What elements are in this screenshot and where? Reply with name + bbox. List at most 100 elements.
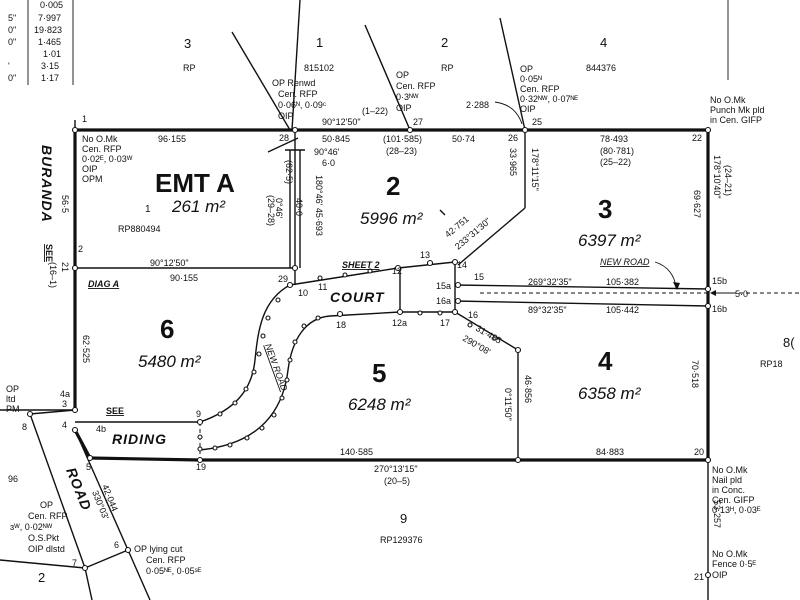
- dimension: (20–5): [384, 476, 410, 486]
- dimension: 105·382: [606, 277, 639, 287]
- road-name: ROAD: [63, 465, 95, 513]
- dimension: (101·585): [383, 134, 422, 144]
- note: OIP: [520, 104, 536, 114]
- note: ltd: [6, 394, 16, 404]
- survey-points: [26, 126, 712, 579]
- note: OP: [40, 500, 53, 510]
- point-label: 3: [62, 399, 67, 409]
- note: OIP: [712, 570, 728, 580]
- neighbour-lot-plan: RP: [183, 63, 196, 73]
- table-mark: 0": [8, 73, 16, 83]
- neighbour-lot-number: 4: [600, 35, 607, 50]
- neighbour-lot-plan: RP18: [760, 359, 783, 369]
- point-label: 16: [468, 310, 478, 320]
- lot-lines: [75, 130, 709, 460]
- point-label: 15: [474, 272, 484, 282]
- survey-notes: OP Renwd Cen. RFP 0·06ᴺ, 0·09ᶜ OIP OP Ce…: [6, 64, 765, 580]
- table-mark: 5": [8, 13, 16, 23]
- dimension: 78·493: [600, 134, 628, 144]
- point-label: 7: [72, 558, 77, 568]
- road-note: SEE: [44, 244, 54, 262]
- point-label: 12a: [392, 318, 407, 328]
- lot-number: 2: [386, 171, 400, 201]
- dimension: 96·155: [158, 134, 186, 144]
- road-note: NEW ROAD: [263, 342, 289, 392]
- table-row: 1·17: [41, 73, 59, 83]
- bearing: 270°13'15": [374, 464, 418, 474]
- bearing: 90°46': [314, 147, 340, 157]
- dimension: 69·627: [692, 190, 702, 218]
- dimension: (1–22): [362, 106, 388, 116]
- note: Cen. RFP: [82, 144, 122, 154]
- point-label: 15a: [436, 281, 451, 291]
- table-row: 1·01: [43, 49, 61, 59]
- note: 0·13ᴴ, 0·03ᴱ: [712, 505, 761, 515]
- point-label: 9: [196, 409, 201, 419]
- point-label: 4b: [96, 424, 106, 434]
- road-note: NEW ROAD: [600, 257, 650, 267]
- dimension: 105·442: [606, 305, 639, 315]
- dimension: (62·5): [284, 160, 294, 184]
- neighbour-labels: 3 RP 1 815102 2 RP 4 844376 9 RP129376 2…: [8, 35, 795, 585]
- note: 0·3ᴺᵂ: [396, 92, 419, 102]
- note: PM: [6, 404, 20, 414]
- bearing: 180°46' 45·693: [314, 175, 324, 236]
- dimension: 40·0: [294, 198, 304, 216]
- note: OP: [396, 70, 409, 80]
- note: 0·02ᴱ, 0·03ᵂ: [82, 154, 133, 164]
- neighbour-lines: [231, 0, 526, 216]
- lot-labels: 1 261 m² RP880494 EMT A 2 5996 m² 3 6397…: [118, 168, 642, 414]
- road-note: SEE: [106, 406, 124, 416]
- road-name: COURT: [330, 289, 385, 305]
- note: Cen. RFP: [146, 555, 186, 565]
- note: OP lying cut: [134, 544, 183, 554]
- road-name: RIDING: [112, 431, 167, 447]
- neighbour-lot-plan: 815102: [304, 63, 334, 73]
- note: Punch Mk pld: [710, 105, 765, 115]
- lot-number: 1: [145, 204, 151, 215]
- note: Cen. GIFP: [712, 495, 755, 505]
- note: OIP: [396, 103, 412, 113]
- point-label: 11: [318, 282, 327, 292]
- bearing: 269°32'35": [528, 277, 572, 287]
- bearing: 178°11'15": [530, 148, 540, 191]
- point-label: 14: [457, 260, 467, 270]
- point-label: 2: [78, 244, 83, 254]
- reference-table: 0·005 7·997 19·823 1·465 1·01 3·15 1·17 …: [8, 0, 74, 85]
- point-label: 4a: [60, 389, 70, 399]
- note: ɜᵂ, 0·02ᴺᵂ: [10, 522, 53, 532]
- bearing: 178°10'40": [712, 155, 722, 199]
- dimension: 50·845: [322, 134, 350, 144]
- dimension: (28–23): [386, 146, 417, 156]
- point-labels: 1 2 3 4 4a 4b 5 6 7 8 9 10 11 12 12a 13 …: [22, 114, 727, 582]
- road-name: BURANDA: [39, 145, 55, 223]
- note: Nail pld: [712, 475, 742, 485]
- point-label: 27: [413, 117, 423, 127]
- note: 0·06ᴺ, 0·09ᶜ: [278, 100, 326, 110]
- bearing: 0°11'50": [503, 388, 513, 421]
- note: No O.Mk: [710, 95, 746, 105]
- point-label: 26: [508, 133, 518, 143]
- point-label: 18: [336, 320, 346, 330]
- table-row: 7·997: [38, 13, 61, 23]
- dimension: 53·257: [712, 500, 722, 528]
- note: OIP: [82, 164, 98, 174]
- dimension: 46·856: [523, 375, 533, 403]
- point-label: 28: [279, 133, 289, 143]
- note: OP Renwd: [272, 78, 315, 88]
- point-label: 19: [196, 462, 206, 472]
- note: O.S.Pkt: [28, 533, 60, 543]
- leader-arrows: [494, 101, 735, 296]
- lot-number: 6: [160, 314, 174, 344]
- road-note: DIAG A: [88, 279, 119, 289]
- note: 0·05ᴺᴱ, 0·05ˢᴱ: [146, 566, 202, 576]
- neighbour-lot-plan: RP129376: [380, 535, 423, 545]
- road-note: SHEET 2: [342, 260, 380, 270]
- note: in Conc.: [712, 485, 745, 495]
- dimension: 56·5: [60, 195, 70, 213]
- point-label: 22: [692, 133, 702, 143]
- bearing: 89°32'35": [528, 305, 567, 315]
- point-label: 16b: [712, 304, 727, 314]
- neighbour-lot-plan: RP: [441, 63, 454, 73]
